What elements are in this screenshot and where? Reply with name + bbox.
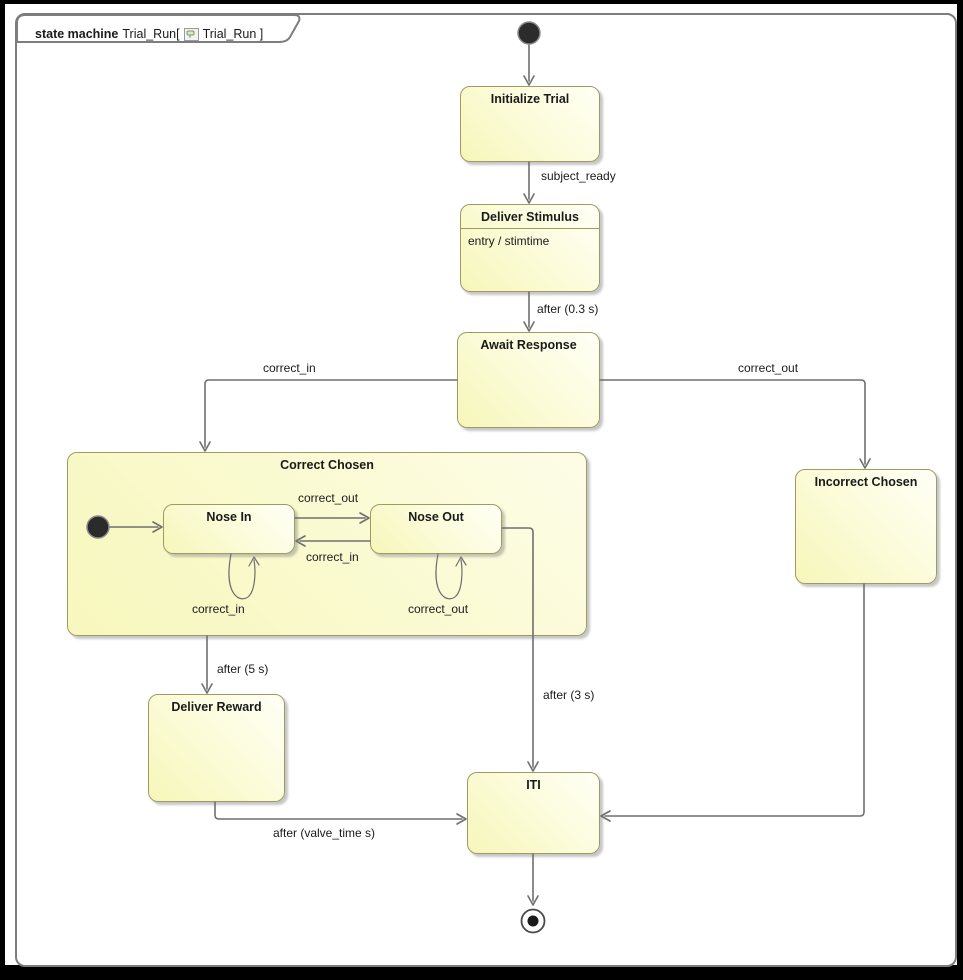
label-subject-ready[interactable]: subject_ready: [541, 169, 616, 183]
label-after-3s[interactable]: after (3 s): [543, 688, 595, 702]
frame-kind-label: state machine: [35, 27, 119, 41]
frame-name-tab: state machine Trial_Run[ Trial_Run ]: [15, 13, 307, 43]
compartment-divider: [461, 228, 599, 229]
label-after-5s[interactable]: after (5 s): [217, 662, 269, 676]
state-nose-out[interactable]: Nose Out: [370, 504, 502, 554]
label-nose-out-self[interactable]: correct_out: [408, 602, 469, 616]
state-iti[interactable]: ITI: [467, 772, 600, 854]
state-await-response-label: Await Response: [480, 338, 577, 352]
state-deliver-reward-label: Deliver Reward: [171, 700, 262, 714]
frame-tab-shape: [16, 14, 301, 43]
frame-name-label: Trial_Run[: [122, 27, 180, 41]
state-correct-chosen[interactable]: Correct Chosen: [67, 452, 587, 636]
state-deliver-reward[interactable]: Deliver Reward: [148, 694, 285, 802]
label-after-stim[interactable]: after (0.3 s): [537, 302, 599, 316]
frame-title: state machine Trial_Run[ Trial_Run ]: [35, 27, 263, 41]
label-nose-out-to-in[interactable]: correct_in: [306, 550, 359, 564]
state-await-response[interactable]: Await Response: [457, 332, 600, 428]
state-incorrect-chosen[interactable]: Incorrect Chosen: [795, 469, 937, 584]
state-incorrect-chosen-label: Incorrect Chosen: [814, 475, 918, 489]
diagram-canvas: state machine Trial_Run[ Trial_Run ] Cor…: [5, 4, 957, 967]
label-after-valve[interactable]: after (valve_time s): [273, 826, 376, 840]
state-correct-chosen-label: Correct Chosen: [280, 458, 374, 472]
label-correct-in-main[interactable]: correct_in: [263, 361, 316, 375]
state-nose-in-label: Nose In: [206, 510, 252, 524]
label-correct-out-main[interactable]: correct_out: [738, 361, 799, 375]
state-iti-label: ITI: [526, 778, 541, 792]
label-nose-in-to-out[interactable]: correct_out: [298, 491, 359, 505]
state-deliver-stimulus[interactable]: Deliver Stimulus entry / stimtime: [460, 204, 600, 292]
state-nose-in[interactable]: Nose In: [163, 504, 295, 554]
label-nose-in-self[interactable]: correct_in: [192, 602, 245, 616]
state-deliver-stimulus-entry: entry / stimtime: [468, 234, 550, 248]
state-initialize-trial[interactable]: Initialize Trial: [460, 86, 600, 162]
frame-ref-label: Trial_Run ]: [202, 27, 264, 41]
state-initialize-trial-label: Initialize Trial: [490, 92, 570, 106]
state-deliver-stimulus-label: Deliver Stimulus: [481, 210, 579, 224]
state-nose-out-label: Nose Out: [408, 510, 464, 524]
diagram-icon: [183, 27, 199, 41]
